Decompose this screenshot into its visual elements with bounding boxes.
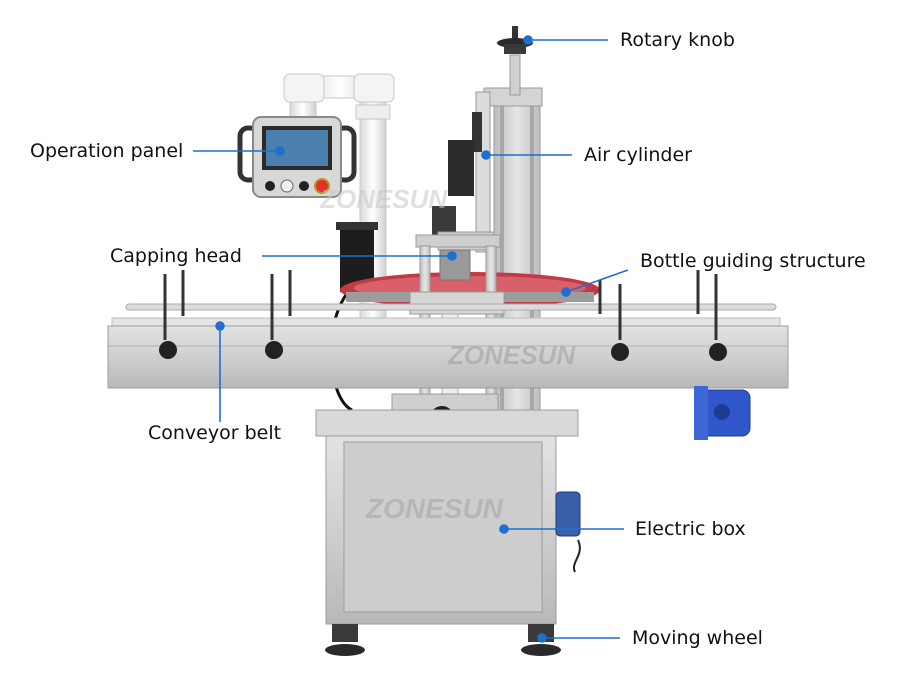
label-rotary-knob: Rotary knob — [620, 29, 735, 51]
moving-wheels — [325, 624, 561, 656]
label-conveyor-belt: Conveyor belt — [148, 422, 282, 444]
air-cylinder — [432, 91, 495, 253]
callout-lines — [193, 35, 629, 643]
capping-motor — [329, 222, 378, 412]
callout-dot-bottle-guiding — [561, 287, 571, 297]
watermark-bottom: ZONESUN — [365, 493, 504, 524]
watermark-middle: ZONESUN — [447, 340, 576, 370]
label-air-cylinder: Air cylinder — [584, 144, 692, 166]
callout-dot-moving-wheel — [537, 633, 547, 643]
label-moving-wheel: Moving wheel — [632, 627, 763, 649]
label-capping-head: Capping head — [110, 245, 242, 267]
drive-motor — [694, 386, 751, 440]
label-operation-panel: Operation panel — [30, 140, 184, 162]
callout-dot-rotary-knob — [523, 35, 533, 45]
conveyor — [107, 270, 789, 389]
callout-dot-conveyor-belt — [215, 321, 225, 331]
label-bottle-guiding-structure: Bottle guiding structure — [640, 250, 866, 272]
label-electric-box: Electric box — [635, 518, 746, 540]
callout-line-bottle-guiding — [565, 269, 629, 293]
callout-dot-operation-panel — [275, 146, 285, 156]
callout-dot-capping-head — [447, 251, 457, 261]
operation-panel — [237, 116, 357, 198]
callout-dot-electric-box — [499, 524, 509, 534]
watermark-top: ZONESUN — [319, 184, 448, 214]
cabinet — [315, 409, 581, 625]
callout-dot-air-cylinder — [481, 150, 491, 160]
